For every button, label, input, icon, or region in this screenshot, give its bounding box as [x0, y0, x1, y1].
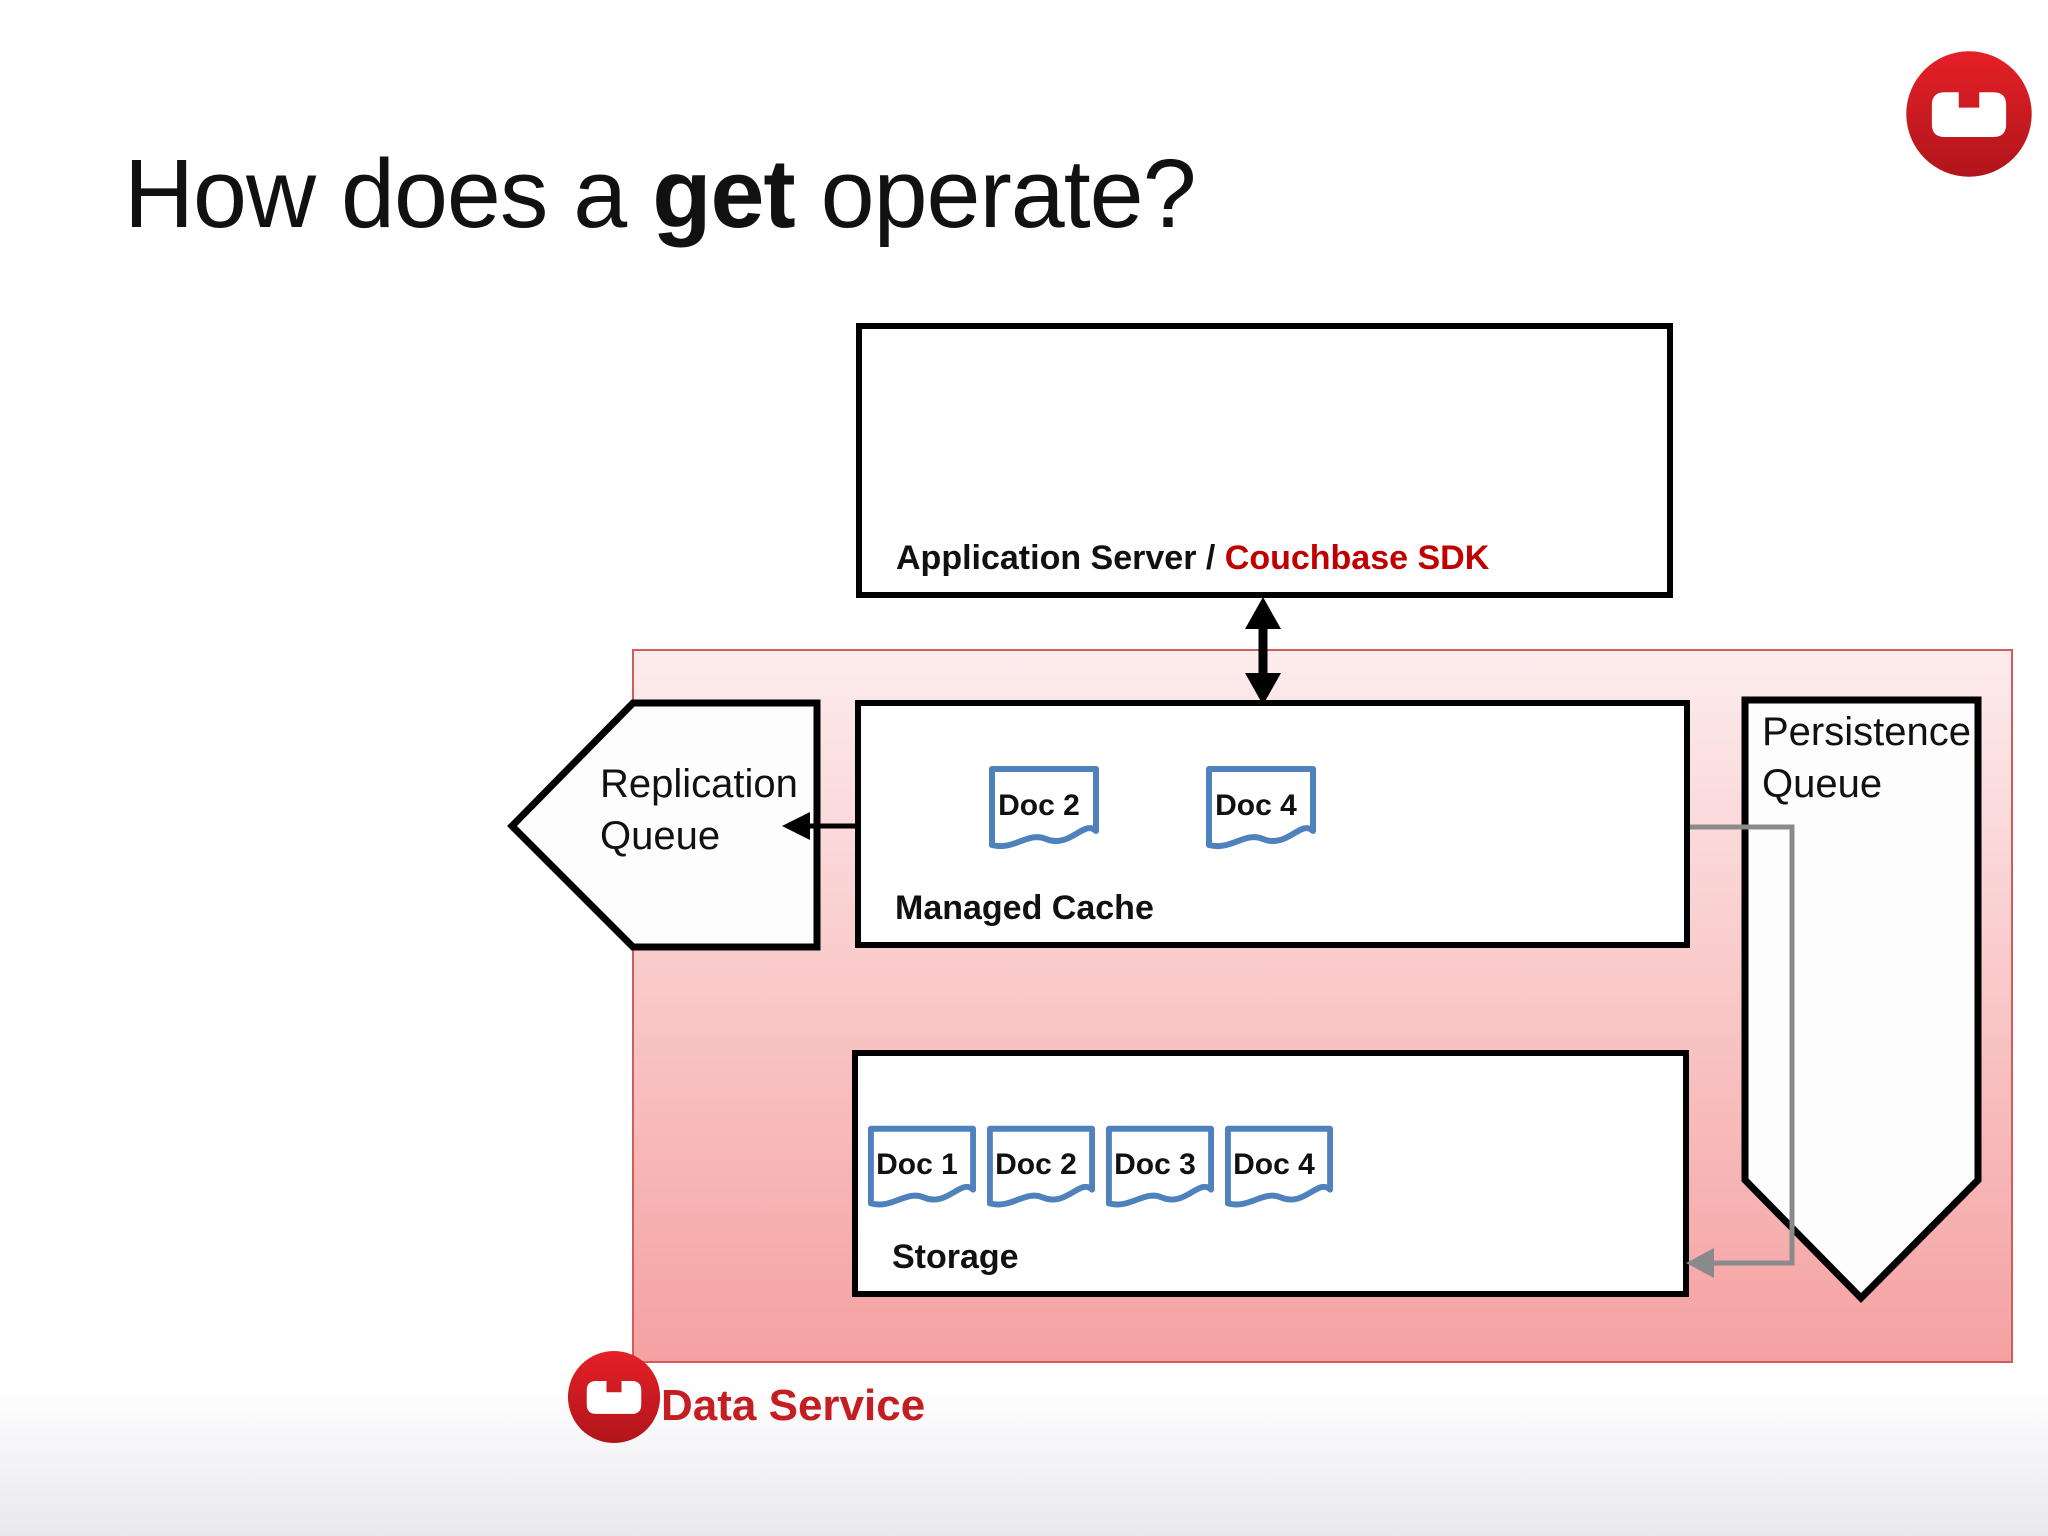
document-icon: Doc 4 [1224, 1124, 1334, 1216]
document-icon: Doc 2 [988, 765, 1100, 857]
storage-box: Doc 1 Doc 2 Doc 3 Doc 4 Storage [852, 1050, 1689, 1297]
couchbase-sdk-label: Couchbase SDK [1224, 539, 1490, 577]
title-prefix: How does a [124, 139, 653, 248]
replication-queue-label: Replication Queue [600, 758, 798, 862]
couchbase-logo-icon [567, 1350, 661, 1444]
title-suffix: operate? [794, 139, 1197, 248]
bidirectional-vertical-arrow-icon [1245, 597, 1281, 705]
document-icon: Doc 3 [1105, 1124, 1215, 1216]
data-service-label: Data Service [661, 1381, 926, 1430]
replication-queue-line1: Replication [600, 762, 798, 806]
title-emphasis: get [652, 139, 795, 248]
page-title: How does a get operate? [124, 138, 1197, 250]
persistence-queue-label: Persistence Queue [1762, 706, 1971, 810]
replication-queue-shape [505, 696, 825, 956]
persistence-queue-shape [1738, 693, 1986, 1309]
managed-cache-box: Doc 2 Doc 4 Managed Cache [855, 700, 1690, 948]
storage-doc-label: Doc 4 [1233, 1148, 1315, 1181]
couchbase-logo-icon [1905, 50, 2033, 178]
storage-label: Storage [892, 1238, 1019, 1276]
application-server-label-text: Application Server / [896, 539, 1225, 577]
replication-queue-line2: Queue [600, 814, 721, 858]
persistence-queue-line1: Persistence [1762, 710, 1971, 754]
storage-doc-label: Doc 1 [876, 1148, 958, 1181]
application-server-label: Application Server / Couchbase SDK [896, 539, 1489, 578]
gray-elbow-connector-arrow-icon [1686, 824, 1795, 1278]
cache-doc-label: Doc 2 [998, 789, 1080, 822]
storage-doc-label: Doc 2 [995, 1148, 1077, 1181]
cache-doc-label: Doc 4 [1215, 789, 1297, 822]
storage-doc-label: Doc 3 [1114, 1148, 1196, 1181]
persistence-queue-line2: Queue [1762, 762, 1883, 806]
document-icon: Doc 4 [1205, 765, 1317, 857]
left-arrow-icon [782, 812, 862, 840]
managed-cache-label: Managed Cache [895, 889, 1154, 927]
application-server-box: Application Server / Couchbase SDK [856, 323, 1673, 598]
document-icon: Doc 1 [867, 1124, 977, 1216]
document-icon: Doc 2 [986, 1124, 1096, 1216]
